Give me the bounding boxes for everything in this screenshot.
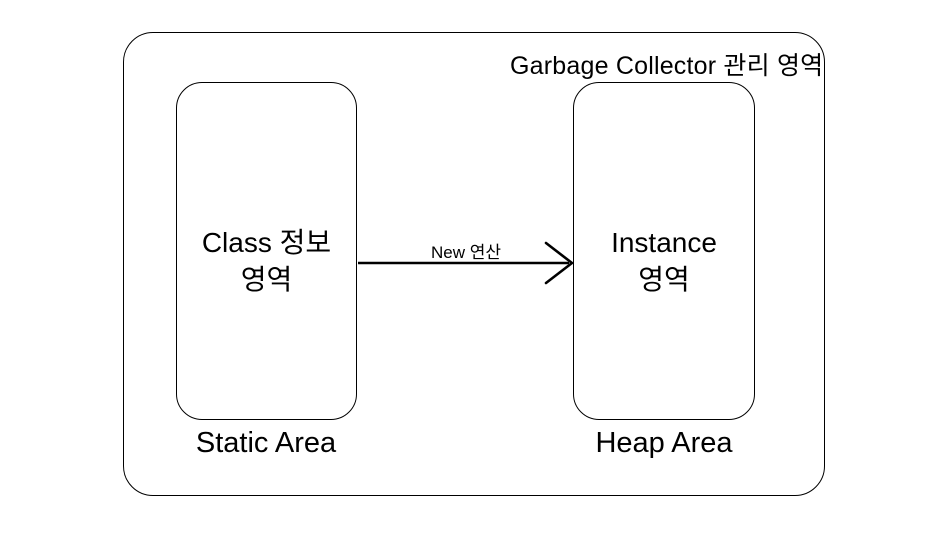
class-info-label: Class 정보 영역 bbox=[202, 224, 331, 298]
instance-label-line2: 영역 bbox=[638, 264, 690, 295]
heap-area-box: Instance 영역 bbox=[573, 82, 755, 420]
class-info-label-line1: Class 정보 bbox=[201, 227, 332, 258]
instance-label: Instance 영역 bbox=[611, 224, 717, 298]
static-area-caption: Static Area bbox=[195, 427, 337, 459]
class-info-label-line2: 영역 bbox=[240, 264, 293, 295]
new-operation-arrow bbox=[358, 241, 574, 285]
instance-label-line1: Instance bbox=[611, 227, 717, 258]
diagram-title: Garbage Collector 관리 영역 bbox=[510, 52, 824, 80]
static-area-box: Class 정보 영역 bbox=[176, 82, 357, 420]
heap-area-caption: Heap Area bbox=[595, 427, 733, 459]
new-operation-label: New 연산 bbox=[430, 243, 501, 262]
